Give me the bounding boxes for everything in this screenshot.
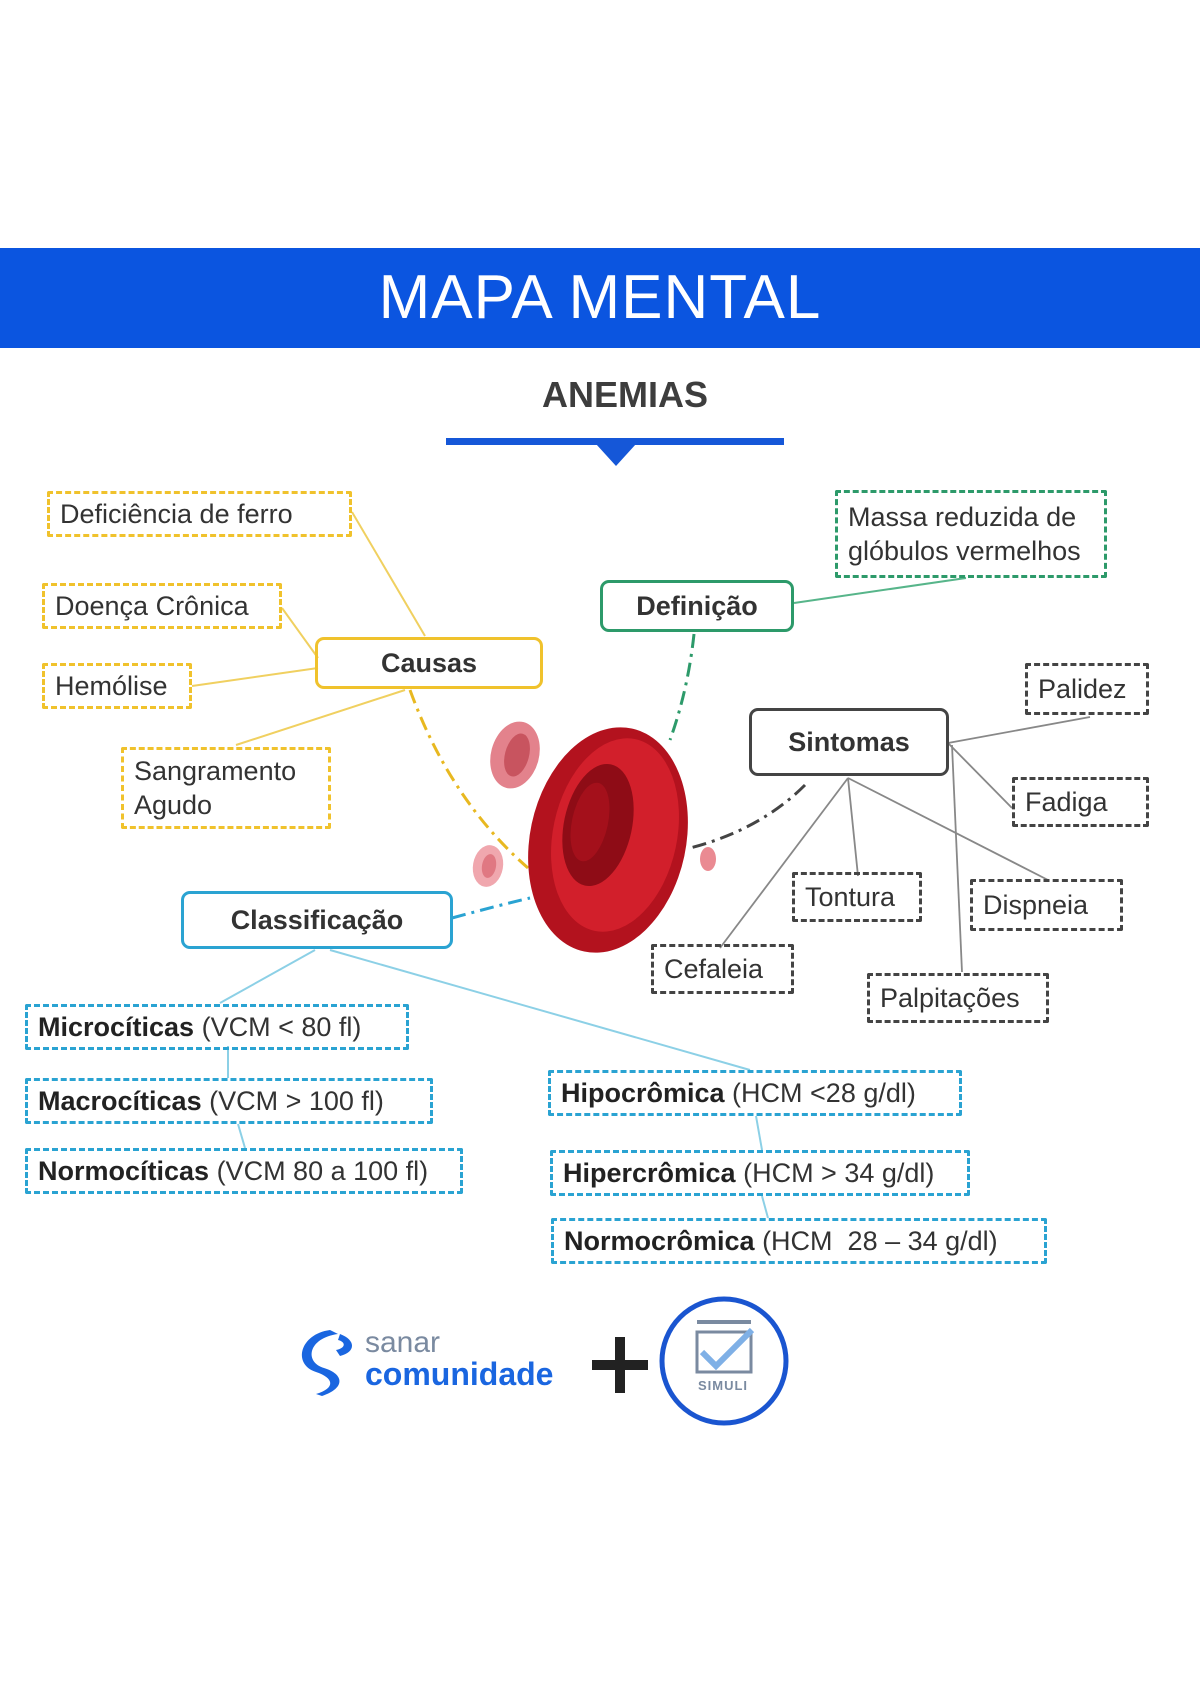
definicao-text-box: Massa reduzida de glóbulos vermelhos	[835, 490, 1107, 578]
brand-line1: sanar	[365, 1326, 441, 1359]
sintoma-dispneia: Dispneia	[970, 879, 1123, 931]
classe-nome: Hipocrômica	[561, 1078, 725, 1108]
classe-nome: Hipercrômica	[563, 1158, 736, 1188]
classe-criterio: (VCM < 80 fl)	[194, 1012, 362, 1042]
sintoma-tontura: Tontura	[792, 872, 922, 922]
classificacao-hipercromica: Hipercrômica (HCM > 34 g/dl)	[550, 1150, 970, 1196]
causa-label: Deficiência de ferro	[60, 499, 293, 529]
chevron-down-icon	[596, 444, 636, 466]
classe-nome: Microcíticas	[38, 1012, 195, 1042]
sintoma-label: Palidez	[1038, 674, 1127, 704]
classe-criterio: (HCM 28 – 34 g/dl)	[754, 1226, 998, 1256]
classe-criterio: (HCM > 34 g/dl)	[735, 1158, 935, 1188]
causas-node: Causas	[315, 637, 543, 689]
classe-nome: Macrocíticas	[38, 1086, 202, 1116]
causa-deficiencia-ferro: Deficiência de ferro	[47, 491, 352, 537]
simuli-logo-icon	[659, 1296, 789, 1426]
causa-label: Doença Crônica	[55, 591, 249, 621]
classificacao-macrociticas: Macrocíticas (VCM > 100 fl)	[25, 1078, 433, 1124]
causa-label-line1: Sangramento	[134, 756, 297, 786]
plus-icon	[592, 1337, 648, 1393]
sintomas-label: Sintomas	[788, 727, 910, 757]
classificacao-node: Classificação	[181, 891, 453, 949]
blood-cell-small-2	[472, 845, 504, 887]
causa-label: Hemólise	[55, 671, 168, 701]
sintoma-label: Palpitações	[880, 983, 1020, 1013]
page-title: MAPA MENTAL	[378, 263, 822, 332]
classe-criterio: (VCM > 100 fl)	[201, 1086, 384, 1116]
definicao-line1: Massa reduzida de	[848, 502, 1077, 532]
classificacao-microciticas: Microcíticas (VCM < 80 fl)	[25, 1004, 409, 1050]
sintoma-label: Dispneia	[983, 890, 1089, 920]
sintoma-fadiga: Fadiga	[1012, 777, 1149, 827]
blood-cell-large	[528, 727, 688, 953]
sintoma-label: Fadiga	[1025, 787, 1108, 817]
sintoma-palpitacoes: Palpitações	[867, 973, 1049, 1023]
sintomas-node: Sintomas	[749, 708, 949, 776]
brand-line2: comunidade	[365, 1356, 554, 1392]
causa-doenca-cronica: Doença Crônica	[42, 583, 282, 629]
causa-sangramento-agudo: Sangramento Agudo	[121, 747, 331, 829]
blood-cell-small-1	[490, 721, 540, 789]
classificacao-normociticas: Normocíticas (VCM 80 a 100 fl)	[25, 1148, 463, 1194]
blood-cell-small-3	[700, 847, 716, 871]
classe-criterio: (VCM 80 a 100 fl)	[209, 1156, 429, 1186]
sintoma-label: Tontura	[805, 882, 896, 912]
map-subtitle: ANEMIAS	[541, 374, 708, 415]
sintoma-palidez: Palidez	[1025, 663, 1149, 715]
partner-name: SIMULI	[697, 1378, 749, 1393]
subtitle-underline	[446, 438, 784, 445]
causa-hemolise: Hemólise	[42, 663, 192, 709]
classificacao-normocromica: Normocrômica (HCM 28 – 34 g/dl)	[551, 1218, 1047, 1264]
definicao-line2: glóbulos vermelhos	[848, 536, 1081, 566]
definicao-node: Definição	[600, 580, 794, 632]
sintoma-cefaleia: Cefaleia	[651, 944, 794, 994]
classificacao-hipocromica: Hipocrômica (HCM <28 g/dl)	[548, 1070, 962, 1116]
classe-nome: Normocrômica	[564, 1226, 755, 1256]
classe-criterio: (HCM <28 g/dl)	[724, 1078, 916, 1108]
causas-label: Causas	[380, 648, 478, 678]
title-banner: MAPA MENTAL	[0, 248, 1200, 348]
classificacao-label: Classificação	[230, 905, 404, 935]
definicao-label: Definição	[636, 591, 758, 621]
classe-nome: Normocíticas	[38, 1156, 210, 1186]
causa-label-line2: Agudo	[134, 790, 213, 820]
sanar-logo-icon	[301, 1330, 352, 1396]
sintoma-label: Cefaleia	[664, 954, 764, 984]
